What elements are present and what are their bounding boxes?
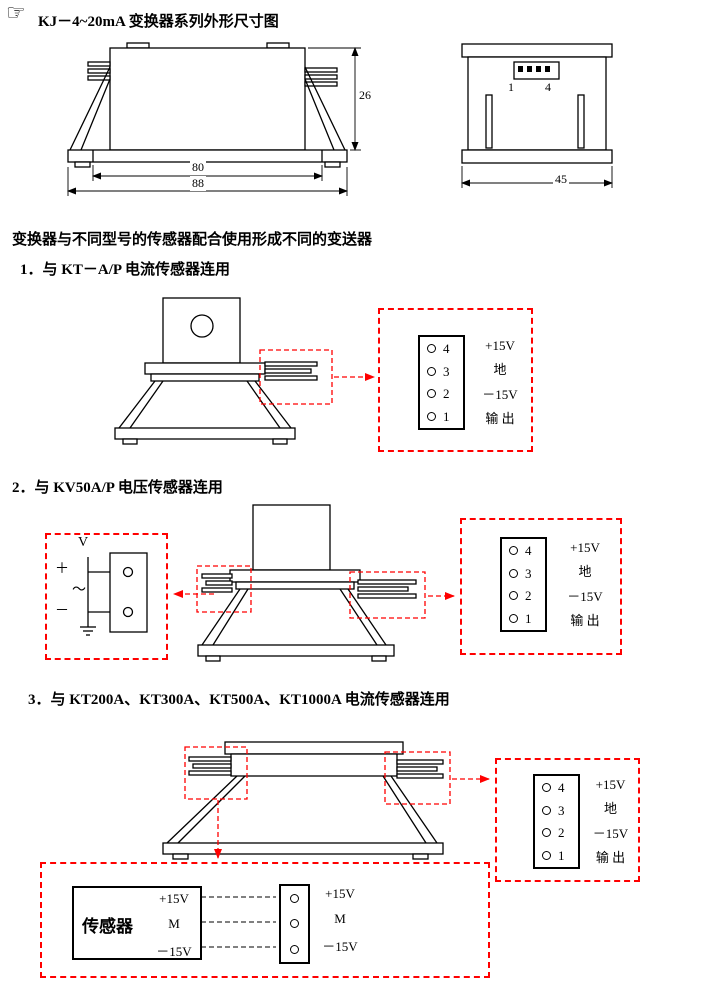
terminal-row: 3 — [420, 365, 463, 378]
terminal-pin-circle — [290, 944, 299, 954]
plus-label: ＋ — [55, 562, 69, 577]
terminal-row: 1 — [502, 612, 545, 625]
sensor-name: 传感器 — [82, 917, 133, 936]
terminal-row: 1 — [420, 410, 463, 423]
terminal-box-1: 4 3 2 1 +15V 地 －15V 输 出 — [378, 308, 533, 452]
terminal-label: －15V — [567, 588, 603, 604]
terminal-pin-circle — [290, 919, 299, 929]
terminal-label: 地 — [493, 362, 507, 378]
terminal-label: +15V — [595, 776, 626, 792]
terminal-pin-circle — [542, 782, 551, 792]
terminal-pin-circle — [427, 366, 436, 376]
terminal-pin-number: 2 — [525, 588, 532, 604]
terminal-pin-circle — [509, 614, 518, 624]
terminal-row: 2 — [535, 826, 578, 839]
terminal-strip: 4 3 2 1 — [533, 774, 580, 869]
terminal-pin-number: 1 — [525, 611, 532, 627]
terminal-pin-labels: +15V 地 －15V 输 出 — [470, 335, 530, 430]
ac-label: ～ — [72, 583, 86, 598]
sensor-in-label-plus15: +15V — [325, 886, 355, 901]
sensor-in-label-m: M — [334, 911, 346, 926]
sensor-out-label-m: M — [168, 916, 180, 931]
section-1-device-drawing — [114, 297, 318, 445]
terminal-pin-circle — [427, 412, 436, 422]
terminal-label: 输 出 — [570, 613, 600, 629]
front-view-drawing — [67, 42, 361, 196]
terminal-pin-number: 1 — [558, 848, 565, 864]
terminal-pin-number: 2 — [443, 386, 450, 402]
terminal-pin-circle — [427, 389, 436, 399]
sensor-out-label-minus15: －15V — [156, 944, 192, 959]
section-3-device-drawing — [162, 741, 444, 860]
terminal-pin-number: 4 — [558, 779, 565, 795]
terminal-row: 2 — [502, 589, 545, 602]
dim-width-label: 88 — [190, 176, 206, 191]
terminal-pin-number: 3 — [443, 363, 450, 379]
sensor-terminal-strip — [279, 884, 310, 964]
sensor-box: 传感器 +15V M －15V — [72, 886, 202, 960]
terminal-row: 4 — [502, 544, 545, 557]
terminal-pin-number: 3 — [525, 565, 532, 581]
terminal-label: －15V — [482, 386, 518, 402]
terminal-row: 4 — [420, 342, 463, 355]
terminal-row: 4 — [535, 781, 578, 794]
terminal-pin-circle — [509, 568, 518, 578]
voltage-source-box — [45, 533, 168, 660]
connector-pin-label-4: 4 — [543, 80, 553, 95]
section-1-title: 1．与 KT－A/P 电流传感器连用 — [20, 262, 231, 278]
dim-depth-label: 45 — [553, 172, 569, 187]
terminal-label: +15V — [485, 337, 515, 353]
minus-label: － — [55, 604, 69, 619]
terminal-pin-number: 4 — [525, 542, 532, 558]
terminal-pin-circle — [542, 851, 551, 861]
terminal-pin-number: 1 — [443, 409, 450, 425]
terminal-row: 1 — [535, 849, 578, 862]
terminal-pin-number: 2 — [558, 825, 565, 841]
terminal-pin-labels: +15V 地 －15V 输 出 — [554, 537, 616, 632]
dim-height-label: 26 — [357, 88, 373, 103]
terminal-label: 输 出 — [595, 850, 626, 866]
terminal-pin-circle — [542, 828, 551, 838]
sensor-panel: 传感器 +15V M －15V +15V M －15V — [40, 862, 490, 978]
section-2-title: 2．与 KV50A/P 电压传感器连用 — [12, 480, 223, 496]
side-view-drawing — [461, 43, 613, 188]
terminal-pin-circle — [290, 894, 299, 904]
terminal-box-2: 4 3 2 1 +15V 地 －15V 输 出 — [460, 518, 622, 655]
terminal-box-3: 4 3 2 1 +15V 地 －15V 输 出 — [495, 758, 640, 882]
page-title: KJ－4~20mA 变换器系列外形尺寸图 — [38, 14, 279, 30]
section-3-title: 3．与 KT200A、KT300A、KT500A、KT1000A 电流传感器连用 — [28, 692, 450, 708]
terminal-pin-circle — [427, 343, 436, 353]
terminal-strip: 4 3 2 1 — [500, 537, 547, 632]
terminal-row: 3 — [535, 804, 578, 817]
terminal-label: 输 出 — [485, 411, 515, 427]
terminal-pin-labels: +15V 地 －15V 输 出 — [583, 774, 638, 869]
terminal-label: +15V — [570, 539, 600, 555]
terminal-row: 2 — [420, 387, 463, 400]
voltmeter-label: V — [78, 535, 89, 550]
dim-hole-span-label: 80 — [190, 160, 206, 175]
voltage-source-drawing — [80, 552, 148, 636]
terminal-pin-circle — [542, 805, 551, 815]
sensor-out-label-plus15: +15V — [159, 891, 189, 906]
terminal-row: 3 — [502, 567, 545, 580]
terminal-pin-number: 4 — [443, 340, 450, 356]
hand-icon: ☞ — [6, 0, 26, 25]
terminal-label: 地 — [603, 801, 617, 817]
terminal-label: 地 — [578, 564, 592, 580]
intro-text: 变换器与不同型号的传感器配合使用形成不同的变送器 — [12, 232, 373, 248]
terminal-pin-number: 3 — [558, 802, 565, 818]
sensor-in-label-minus15: －15V — [322, 939, 358, 954]
terminal-pin-circle — [509, 591, 518, 601]
terminal-label: －15V — [592, 825, 629, 841]
terminal-strip: 4 3 2 1 — [418, 335, 465, 430]
terminal-pin-circle — [509, 545, 518, 555]
section-2-device-drawing — [197, 504, 417, 662]
connector-pin-label-1: 1 — [506, 80, 516, 95]
